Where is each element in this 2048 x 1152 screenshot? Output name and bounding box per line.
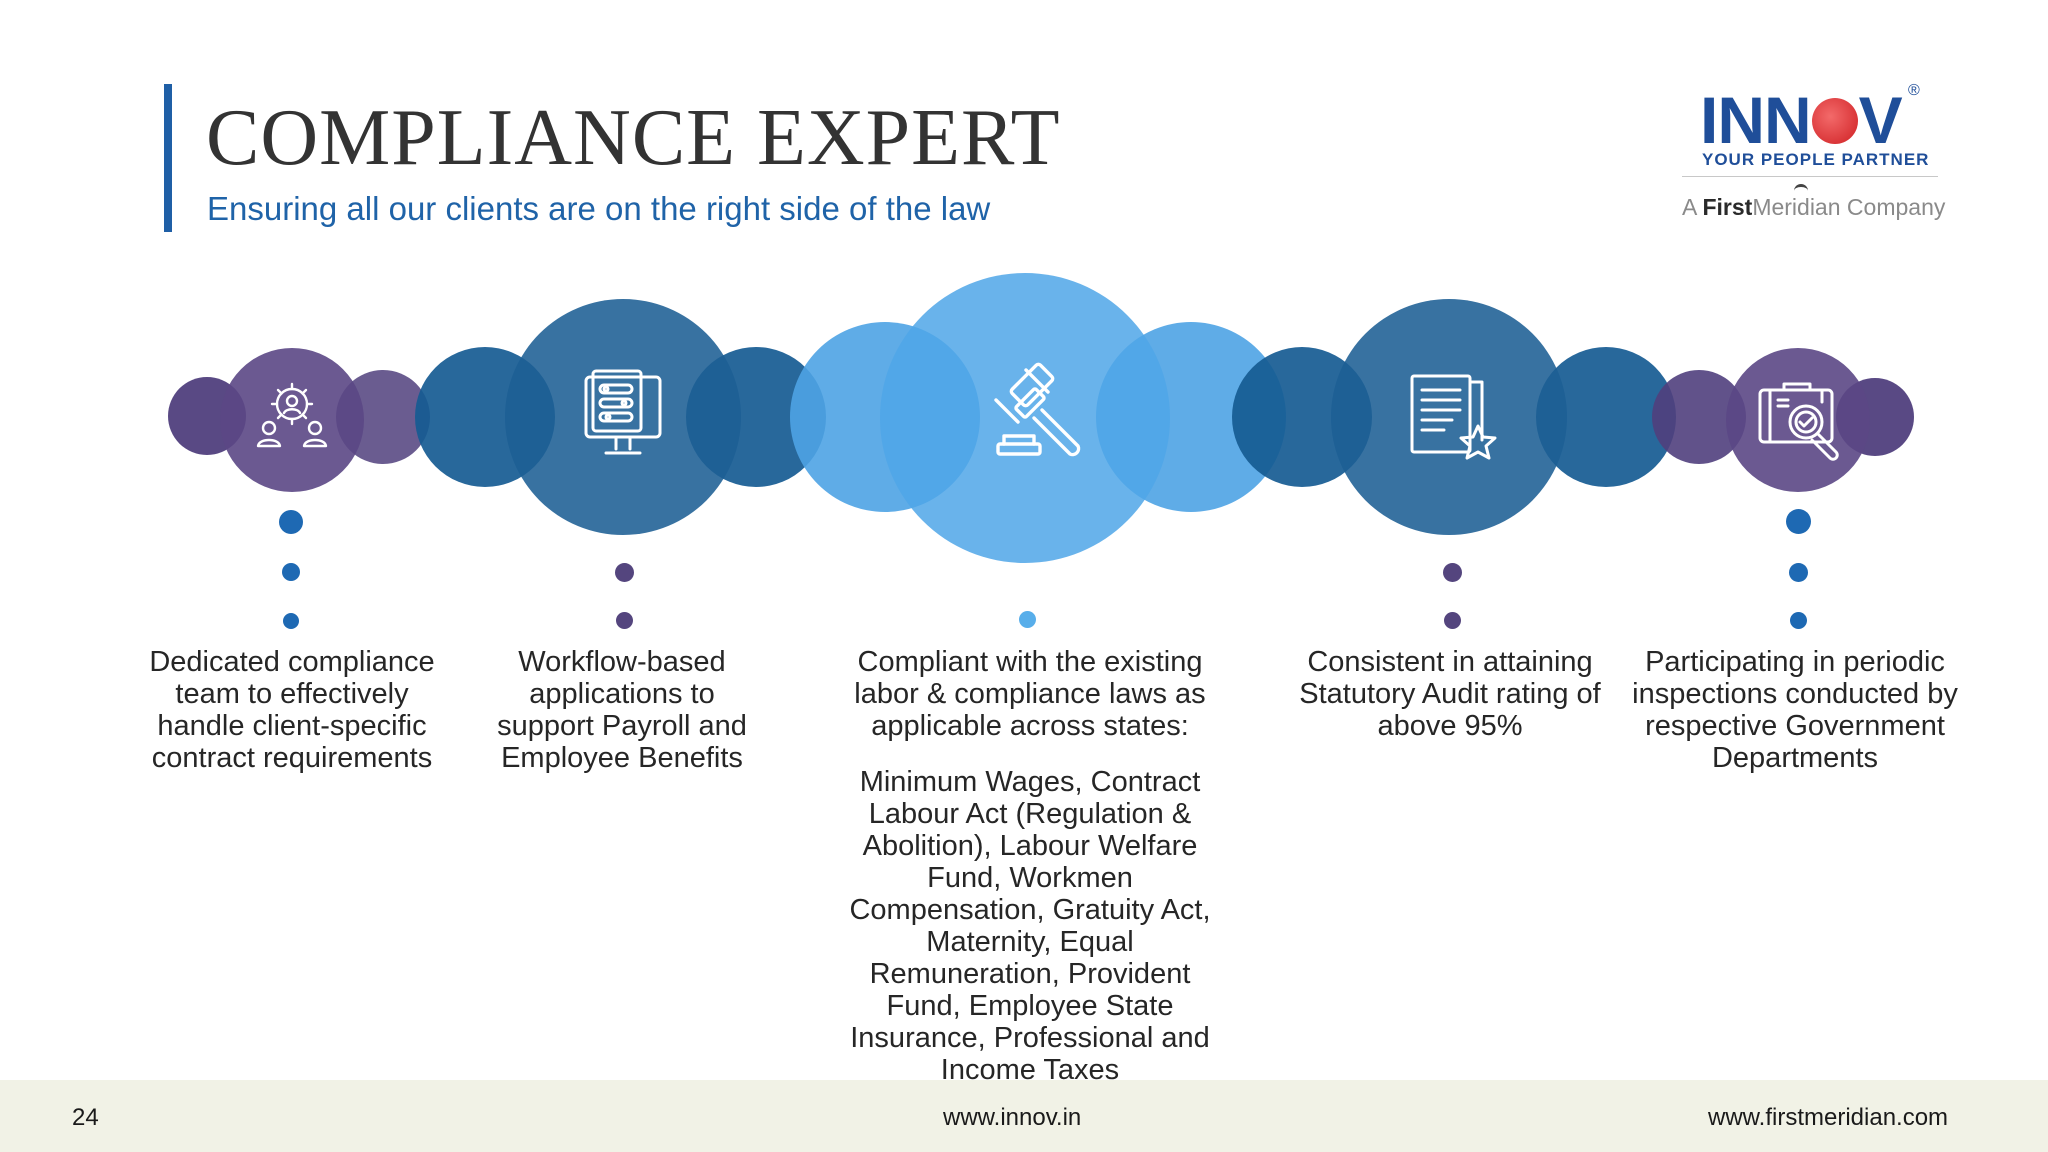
circle-5-main [1726, 348, 1870, 492]
dot-4-bottom [1444, 612, 1461, 629]
footer-link-innov[interactable]: www.innov.in [943, 1104, 1082, 1131]
circle-4-main [1331, 299, 1567, 535]
gavel-icon [994, 362, 1081, 457]
footer-link-firstmeridian[interactable]: www.firstmeridian.com [1708, 1104, 1949, 1131]
team-gear-icon [256, 382, 328, 448]
dot-5-mid [1789, 563, 1808, 582]
logo-tagline: YOUR PEOPLE PARTNER [1702, 150, 1930, 169]
dot-1-mid [282, 563, 300, 581]
page-subtitle: Ensuring all our clients are on the righ… [207, 190, 991, 227]
page-number: 24 [72, 1104, 99, 1131]
dot-5-top [1786, 509, 1811, 534]
footer-bar: 24 www.innov.in www.firstmeridian.com [0, 1080, 2048, 1152]
feature-3-text: Compliant with the existing labor & comp… [854, 646, 1206, 742]
monitor-workflow-icon [584, 369, 662, 455]
circle-2-main [505, 299, 741, 535]
feature-3-detail: Minimum Wages, Contract Labour Act (Regu… [849, 766, 1211, 1086]
dot-2-bottom [616, 612, 633, 629]
feature-4-text: Consistent in attaining Statutory Audit … [1299, 646, 1601, 742]
logo-globe-icon [1811, 97, 1858, 144]
page-title: COMPLIANCE EXPERT [206, 94, 1061, 182]
dot-4-mid [1443, 563, 1462, 582]
dot-5-bottom [1790, 612, 1807, 629]
title-accent-bar [164, 84, 172, 232]
feature-1-text: Dedicated compliance team to effectively… [149, 646, 435, 774]
dot-1-top [279, 510, 303, 534]
logo-registered-mark: ® [1908, 82, 1920, 99]
dot-1-bottom [283, 613, 299, 629]
inspection-kit-icon [1758, 382, 1839, 461]
dot-3-bottom [1019, 611, 1036, 628]
feature-5-text: Participating in periodic inspections co… [1632, 646, 1958, 774]
feature-2-text: Workflow-based applications to support P… [497, 646, 747, 774]
dot-2-mid [615, 563, 634, 582]
document-star-icon [1410, 374, 1497, 460]
logo-company-line: A FirstMeridian Company [1682, 194, 1946, 220]
logo-divider [1682, 176, 1938, 177]
firstmeridian-arc-icon [1794, 184, 1808, 194]
